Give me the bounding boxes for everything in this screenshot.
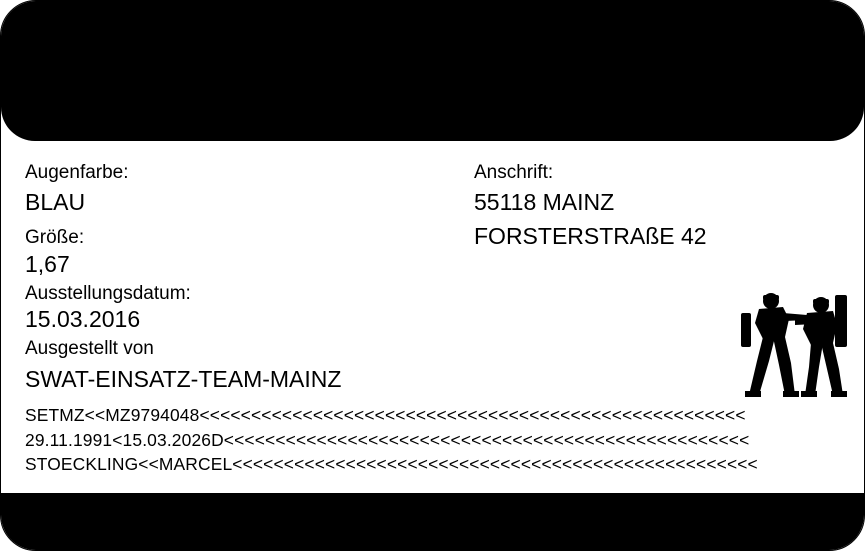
mrz-line-3: STOECKLING<<MARCEL<<<<<<<<<<<<<<<<<<<<<<… <box>25 454 758 474</box>
height-value: 1,67 <box>25 251 70 277</box>
issue-date-label: Ausstellungsdatum: <box>25 283 191 304</box>
height-label: Größe: <box>25 227 85 248</box>
magnetic-stripe-top <box>1 1 864 141</box>
address-label: Anschrift: <box>474 162 554 183</box>
eye-color-value: BLAU <box>25 189 86 215</box>
issued-by-label: Ausgestellt von <box>25 338 154 359</box>
eye-color-label: Augenfarbe: <box>25 162 129 183</box>
mrz-line-1: SETMZ<<MZ9794048<<<<<<<<<<<<<<<<<<<<<<<<… <box>25 405 746 425</box>
mrz-line-2: 29.11.1991<15.03.2026D<<<<<<<<<<<<<<<<<<… <box>25 430 750 450</box>
swat-team-icon <box>741 293 847 397</box>
issued-by-value: SWAT-EINSATZ-TEAM-MAINZ <box>25 366 342 392</box>
address-line1: 55118 MAINZ <box>474 189 615 215</box>
magnetic-stripe-bottom <box>1 493 864 550</box>
issue-date-value: 15.03.2016 <box>25 306 141 332</box>
address-line2: FORSTERSTRAßE 42 <box>474 223 707 249</box>
